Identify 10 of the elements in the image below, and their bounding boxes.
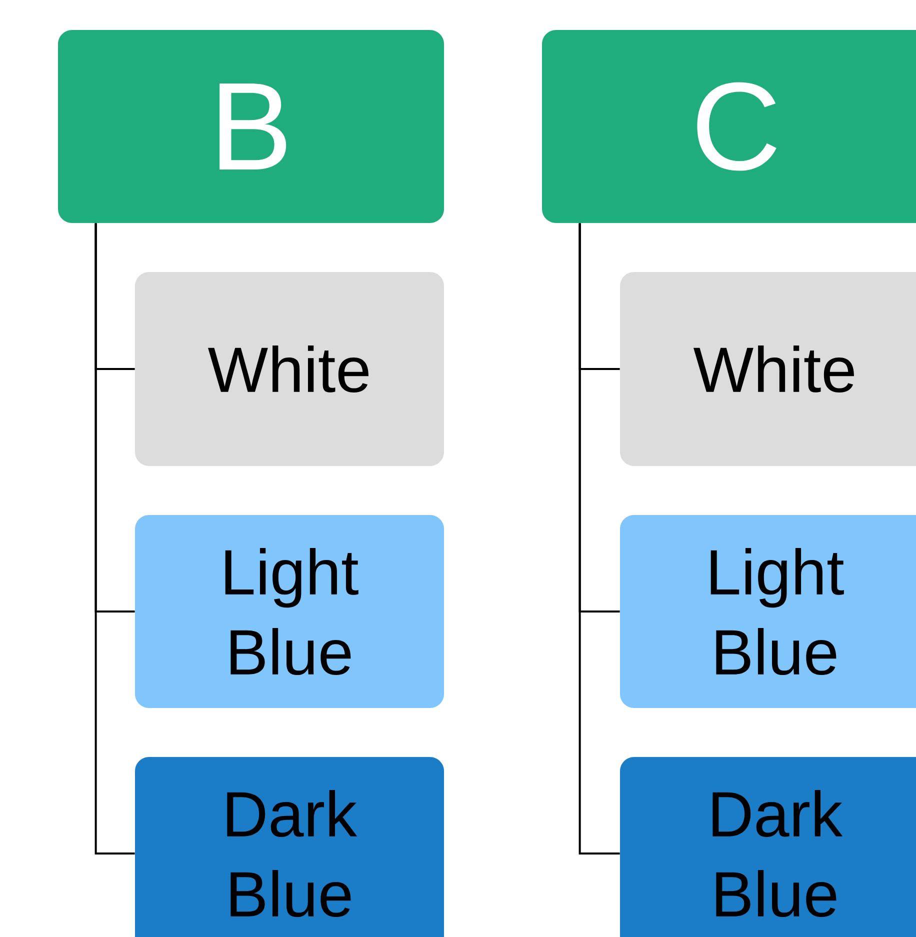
item-box: White bbox=[135, 272, 444, 466]
heading-box: C bbox=[542, 30, 916, 223]
item-box: Light Blue bbox=[135, 515, 444, 708]
connector-line bbox=[578, 223, 620, 854]
item-box: White bbox=[620, 272, 916, 466]
item-box: Dark Blue bbox=[135, 757, 444, 937]
item-box: Dark Blue bbox=[620, 757, 916, 937]
item-box: Light Blue bbox=[620, 515, 916, 708]
heading-box: B bbox=[58, 30, 444, 223]
connector-line bbox=[94, 223, 135, 854]
